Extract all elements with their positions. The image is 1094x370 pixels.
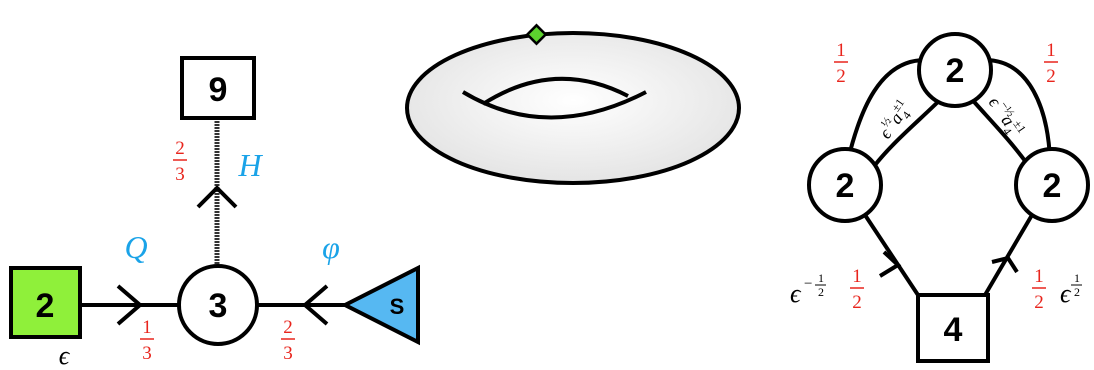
svg-text:2: 2	[1046, 66, 1056, 87]
svg-text:1: 1	[836, 40, 846, 61]
charge-bottom-left: 1 2	[850, 266, 864, 313]
svg-text:2: 2	[852, 292, 862, 313]
svg-text:2: 2	[1034, 292, 1044, 313]
svg-text:2: 2	[1074, 285, 1080, 299]
gauge-node-label: 3	[209, 287, 228, 325]
s-node-label: S	[390, 294, 405, 319]
svg-text:1: 1	[1046, 40, 1056, 61]
phi-label: φ	[322, 229, 340, 265]
edge-left-outer	[848, 60, 925, 160]
arrow-bottom-left	[880, 252, 898, 276]
bottom-left-epsilon: ϵ − 1 2	[790, 271, 826, 308]
svg-text:1: 1	[142, 317, 152, 338]
h-label: H	[237, 147, 263, 183]
edge-bottom-left	[865, 215, 918, 295]
s-node	[345, 268, 418, 342]
q-label: Q	[124, 229, 147, 265]
charge-top-left: 1 2	[834, 40, 848, 87]
flavor-node-label: 2	[36, 287, 55, 325]
top-node-label: 9	[209, 71, 228, 109]
svg-text:2: 2	[175, 138, 185, 159]
svg-text:3: 3	[142, 343, 152, 364]
torus-body	[407, 33, 739, 183]
charge-h: 2 3	[173, 138, 187, 185]
edge-bottom-right	[985, 215, 1032, 295]
svg-text:2: 2	[818, 285, 824, 299]
epsilon-label: ϵ	[59, 341, 71, 370]
right-top-node-label: 2	[946, 52, 965, 90]
svg-text:2: 2	[283, 317, 293, 338]
charge-top-right: 1 2	[1044, 40, 1058, 87]
svg-text:ϵ: ϵ	[790, 279, 802, 308]
torus	[407, 25, 739, 183]
right-flavor-node-label: 4	[944, 311, 963, 349]
right-left-node-label: 2	[836, 167, 855, 205]
charge-bottom-right: 1 2	[1032, 266, 1046, 313]
svg-text:3: 3	[283, 343, 293, 364]
svg-text:1: 1	[1034, 266, 1044, 287]
right-right-node-label: 2	[1043, 167, 1062, 205]
svg-text:3: 3	[175, 164, 185, 185]
svg-text:1: 1	[1074, 271, 1080, 285]
bottom-right-epsilon: ϵ 1 2	[1060, 271, 1082, 308]
charge-q: 1 3	[140, 317, 154, 364]
charge-phi: 2 3	[281, 317, 295, 364]
svg-text:2: 2	[836, 66, 846, 87]
svg-text:1: 1	[852, 266, 862, 287]
edge-left-label: ϵ ½ a 4 ±1	[872, 96, 917, 145]
svg-text:ϵ: ϵ	[1060, 279, 1072, 308]
svg-text:−: −	[804, 276, 812, 292]
svg-text:1: 1	[818, 271, 824, 285]
right-quiver: 2 2 2 4 ϵ ½ a 4 ±1 ϵ −½ a 4 ±1 1 2 1	[790, 34, 1088, 361]
left-quiver: 2 ϵ 3 9 S Q H φ 1 3 2 3 2 3	[11, 58, 418, 370]
